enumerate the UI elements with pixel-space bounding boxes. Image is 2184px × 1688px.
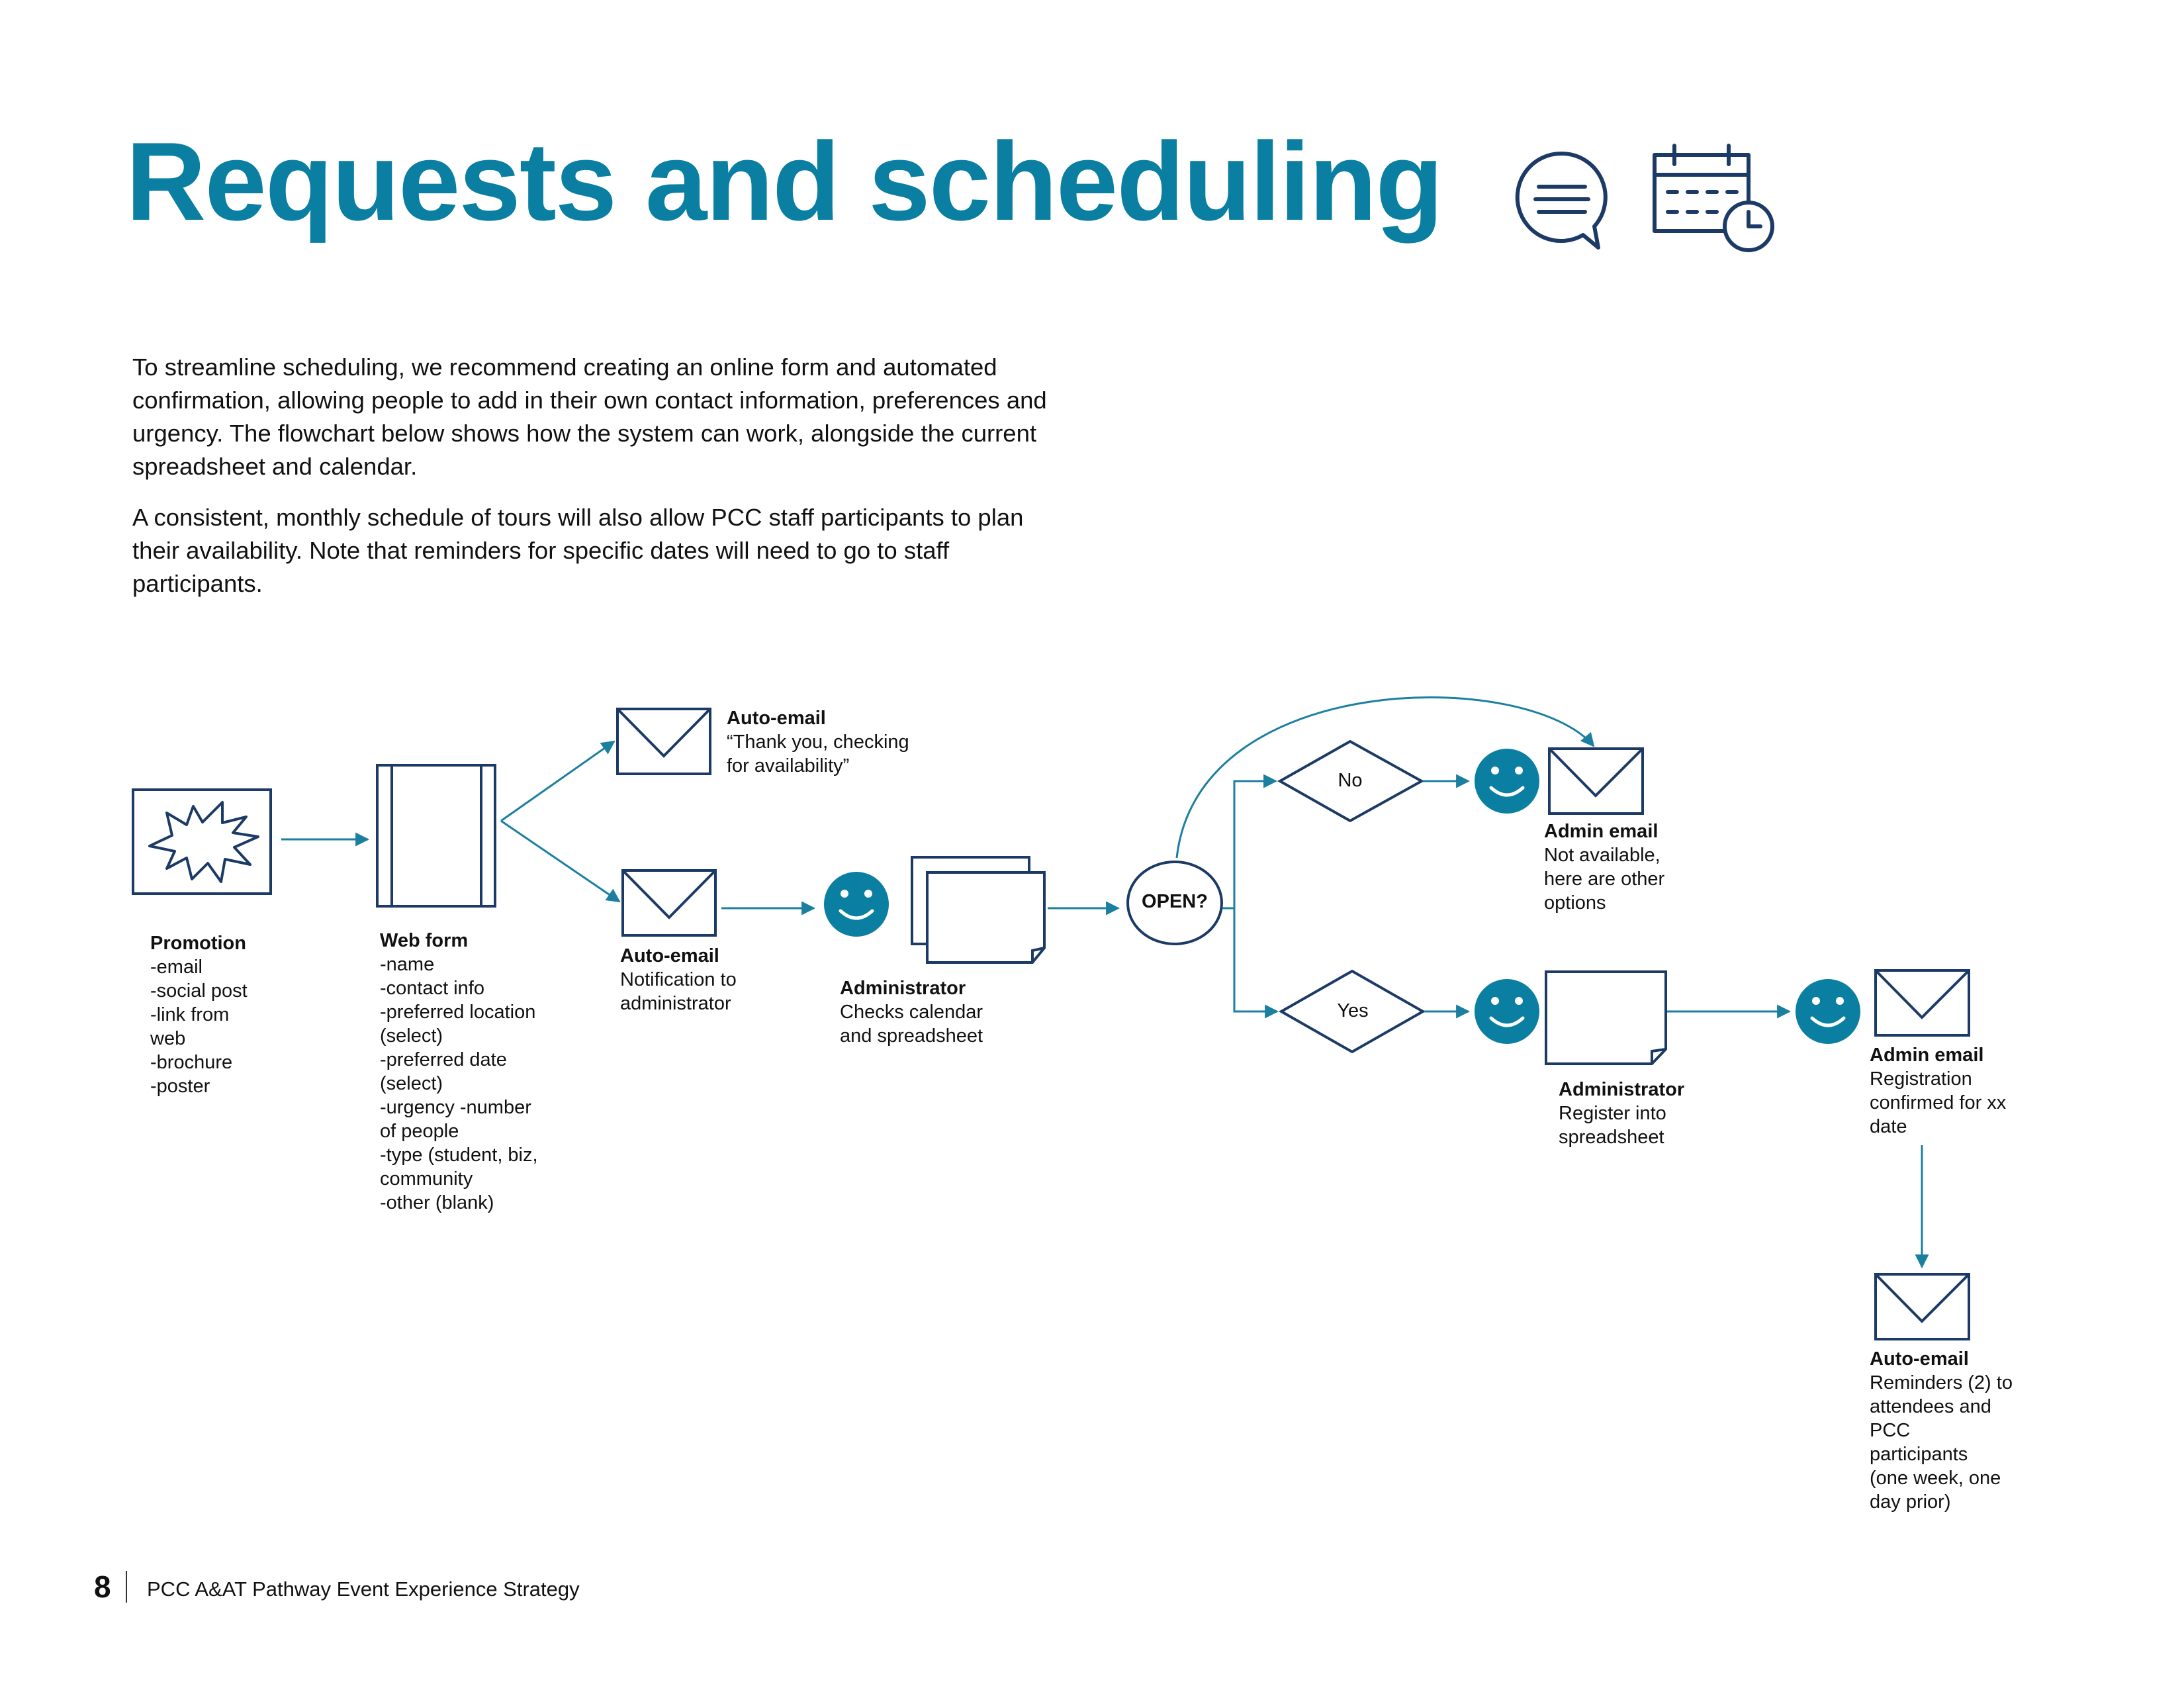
page-title: Requests and scheduling xyxy=(126,119,1443,244)
web-form-body: -name -contact info -preferred location … xyxy=(380,954,538,1213)
calendar-clock-icon xyxy=(1653,144,1774,252)
auto-email-reminders-label: Auto-email Reminders (2) to attendees an… xyxy=(1870,1347,2042,1514)
admin-register-label: Administrator Register into spreadsheet xyxy=(1559,1078,1731,1149)
admin-check-body: Checks calendar and spreadsheet xyxy=(840,1002,983,1047)
auto-email-thanks-title: Auto-email xyxy=(727,708,826,729)
admin-email-unavailable-body: Not available, here are other options xyxy=(1544,845,1665,914)
burst-icon xyxy=(148,801,259,883)
open-decision-label: OPEN? xyxy=(1142,891,1208,912)
auto-email-notify-title: Auto-email xyxy=(620,945,719,966)
admin-check-title: Administrator xyxy=(840,978,966,999)
auto-email-notify-body: Notification to administrator xyxy=(620,969,737,1014)
envelope-icon xyxy=(621,869,717,937)
connectors xyxy=(281,696,1929,1269)
open-decision-node xyxy=(1126,861,1223,945)
web-form-title: Web form xyxy=(380,930,469,951)
no-diamond xyxy=(1277,739,1425,823)
smiley-icon xyxy=(1475,979,1539,1044)
admin-email-confirmed-body: Registration confirmed for xx date xyxy=(1870,1068,2007,1137)
smiley-icon xyxy=(1475,749,1539,814)
documents-icon xyxy=(911,856,1046,964)
promotion-node xyxy=(132,788,272,895)
envelope-icon xyxy=(1548,747,1644,815)
yes-branch-label: Yes xyxy=(1337,1000,1369,1021)
intro-paragraph: To streamline scheduling, we recommend c… xyxy=(132,353,1047,480)
auto-email-thanks-body: “Thank you, checking for availability” xyxy=(727,731,909,776)
admin-email-confirmed-title: Admin email xyxy=(1870,1045,1984,1066)
admin-register-title: Administrator xyxy=(1559,1079,1685,1100)
auto-email-thanks-label: Auto-email “Thank you, checking for avai… xyxy=(727,706,965,778)
footer-divider xyxy=(126,1571,127,1603)
document-icon xyxy=(1545,970,1667,1065)
promotion-label: Promotion -email -social post -link from… xyxy=(150,931,322,1098)
smiley-icon xyxy=(1796,979,1860,1044)
admin-email-unavailable-label: Admin email Not available, here are othe… xyxy=(1544,820,1716,915)
admin-register-body: Register into spreadsheet xyxy=(1559,1103,1666,1148)
chat-bubble-icon xyxy=(1515,151,1608,250)
promotion-title: Promotion xyxy=(150,933,246,954)
web-form-node xyxy=(376,764,496,908)
intro-paragraph: A consistent, monthly schedule of tours … xyxy=(132,504,1024,597)
auto-email-reminders-title: Auto-email xyxy=(1870,1348,1969,1370)
promotion-body: -email -social post -link from web -broc… xyxy=(150,957,248,1097)
no-branch-label: No xyxy=(1338,770,1363,791)
web-form-label: Web form -name -contact info -preferred … xyxy=(380,929,578,1215)
envelope-icon xyxy=(616,708,711,775)
admin-email-confirmed-label: Admin email Registration confirmed for x… xyxy=(1870,1043,2042,1139)
admin-check-label: Administrator Checks calendar and spread… xyxy=(840,976,1038,1048)
smiley-icon xyxy=(824,872,889,937)
envelope-icon xyxy=(1874,969,1970,1037)
footer-document-title: PCC A&AT Pathway Event Experience Strate… xyxy=(147,1577,580,1601)
page-number: 8 xyxy=(94,1570,111,1604)
yes-diamond xyxy=(1278,969,1426,1054)
auto-email-notify-label: Auto-email Notification to administrator xyxy=(620,944,792,1015)
admin-email-unavailable-title: Admin email xyxy=(1544,821,1659,842)
auto-email-reminders-body: Reminders (2) to attendees and PCC parti… xyxy=(1870,1372,2013,1513)
envelope-icon xyxy=(1874,1273,1970,1340)
